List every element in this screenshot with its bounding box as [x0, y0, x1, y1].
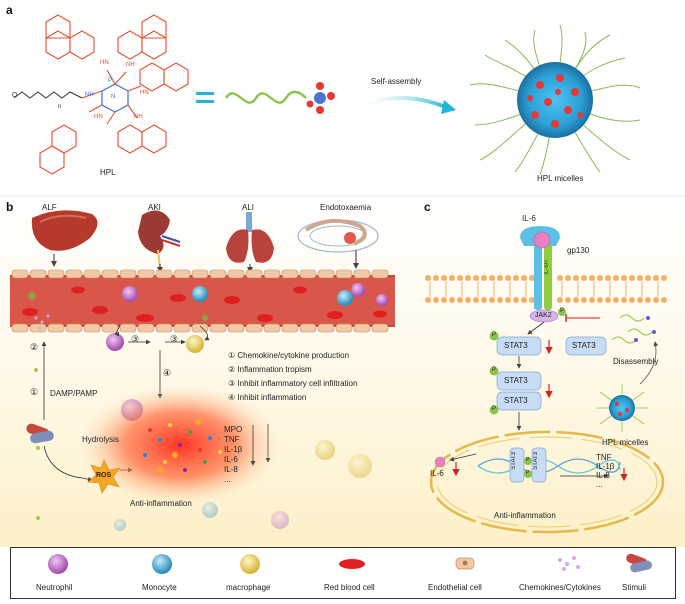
- step-marker-3b: ③: [170, 334, 179, 344]
- organ-liver: [31, 210, 98, 251]
- headgroup: [306, 82, 335, 114]
- blood-vessel: [10, 269, 395, 333]
- stat3-1: STAT3: [504, 341, 528, 350]
- panel-label-b: b: [6, 200, 14, 214]
- p-label-2: P: [492, 367, 497, 373]
- self-assembly-label: Self-assembly: [371, 77, 422, 86]
- nc-tnf: TNF: [596, 453, 612, 462]
- damp-label: DAMP/PAMP: [50, 389, 98, 398]
- legend-stimuli: Stimuli: [622, 583, 647, 592]
- cytokine-il1b: IL-1β: [224, 445, 243, 454]
- dna-helix: [477, 458, 621, 474]
- micelles-label-c: HPL micelles: [602, 438, 649, 447]
- cytokine-il6: IL-6: [224, 455, 238, 464]
- panel-label-a: a: [6, 3, 13, 17]
- micelle-large: [469, 24, 641, 176]
- il6r-label: IL-6R: [544, 260, 550, 275]
- wavy-chain: [224, 90, 307, 104]
- step-marker-4: ④: [163, 368, 172, 378]
- step-marker-2: ②: [30, 342, 39, 352]
- step-text-2: ② Inflammation tropism: [228, 365, 312, 374]
- cytokine-tnf: TNF: [224, 435, 240, 444]
- hydrolysis-label: Hydrolysis: [82, 435, 119, 444]
- micelle-label: HPL micelles: [537, 174, 584, 183]
- hpl-structure: [39, 14, 189, 175]
- il6-label: IL-6: [522, 214, 536, 223]
- atom-hn1: HN: [100, 60, 109, 66]
- organ-label-aki: AKI: [148, 203, 161, 212]
- atom-nh1: NH: [85, 92, 94, 98]
- step-text-4: ④ Inhibit inflammation: [228, 393, 307, 402]
- organ-lung: [226, 212, 274, 263]
- cytokine-particles: [143, 419, 222, 473]
- stat3-4: STAT3: [504, 396, 528, 405]
- atom-p1: P: [108, 78, 113, 84]
- hpl-label: HPL: [100, 168, 116, 177]
- legend-neutrophil: Neutrophil: [36, 583, 73, 592]
- peg-n: n: [58, 104, 62, 110]
- cytokine-mpo: MPO: [224, 425, 243, 434]
- p-label-5: P: [526, 470, 530, 476]
- atom-o1: O: [12, 92, 18, 99]
- nucleus: [429, 430, 665, 534]
- cytokine-more: ...: [224, 475, 231, 484]
- legend-monocyte: Monocyte: [142, 583, 177, 592]
- cytokine-il8: IL-8: [224, 465, 238, 474]
- micelle-small: [596, 384, 648, 432]
- gp130-label: gp130: [567, 246, 590, 255]
- organ-endotoxaemia: [297, 218, 379, 253]
- legend-red-blood-cell: Red blood cell: [324, 583, 375, 592]
- nucleus-cytokine-list: TNF IL-1β IL-8 ...: [596, 453, 614, 489]
- nc-il8: IL-8: [596, 471, 610, 480]
- legend-icons: [48, 553, 652, 574]
- legend-box: [10, 547, 676, 599]
- cell-membrane: [425, 275, 667, 303]
- atom-hn2: HN: [94, 114, 103, 120]
- nucleus-il6: IL-6: [430, 469, 444, 478]
- stat3-dimer-a: STAT3: [511, 452, 517, 470]
- step-text-1: ① Chemokine/cytokine production: [228, 351, 350, 360]
- anti-inflammation-c: Anti-inflammation: [494, 511, 556, 520]
- organ-label-endotoxaemia: Endotoxaemia: [320, 203, 372, 212]
- neutrophil-out: [106, 333, 124, 351]
- p-label-4: P: [526, 457, 530, 463]
- stimuli-bacteria: [26, 423, 54, 444]
- step-marker-1: ①: [30, 387, 39, 397]
- stat3-2: STAT3: [572, 341, 596, 350]
- atom-hn3: HN: [140, 90, 149, 96]
- p-label-jak: P: [560, 308, 565, 314]
- step-text-3: ③ Inhibit inflammatory cell infiltration: [228, 379, 358, 388]
- organ-kidney: [138, 210, 181, 269]
- atom-n1: N: [111, 94, 116, 100]
- jak2-label: JAK2: [535, 312, 552, 319]
- step-marker-3a: ③: [131, 334, 140, 344]
- legend-macrophage: macrophage: [226, 583, 271, 592]
- atom-nh3: NH: [134, 114, 143, 120]
- stat3-3: STAT3: [504, 376, 528, 385]
- organ-label-ali: ALI: [242, 203, 255, 212]
- p-label-1: P: [492, 332, 497, 338]
- peg-chain: [13, 91, 83, 99]
- receptor-complex: [520, 226, 560, 310]
- disassembled-fragments: [611, 314, 653, 344]
- disassembly-label: Disassembly: [613, 357, 659, 366]
- stat3-dimer-b: STAT3: [533, 452, 539, 470]
- organ-label-alf: ALF: [42, 203, 57, 212]
- cytokine-list: MPO TNF IL-1β IL-6 IL-8 ...: [224, 425, 242, 485]
- ros-star: [87, 459, 121, 494]
- ros-label: ROS: [96, 472, 112, 479]
- atom-nh2: NH: [126, 62, 135, 68]
- p-label-3: P: [492, 406, 497, 412]
- nc-more: ...: [596, 480, 603, 489]
- macrophage-out: [186, 335, 204, 353]
- legend-endothelial-cell: Endothelial cell: [428, 583, 482, 592]
- nc-il1b: IL-1β: [596, 462, 615, 471]
- panel-label-c: c: [424, 200, 431, 214]
- anti-inflammation-b: Anti-inflammation: [130, 499, 192, 508]
- legend-chemokines: Chemokines/Cytokines: [519, 583, 601, 592]
